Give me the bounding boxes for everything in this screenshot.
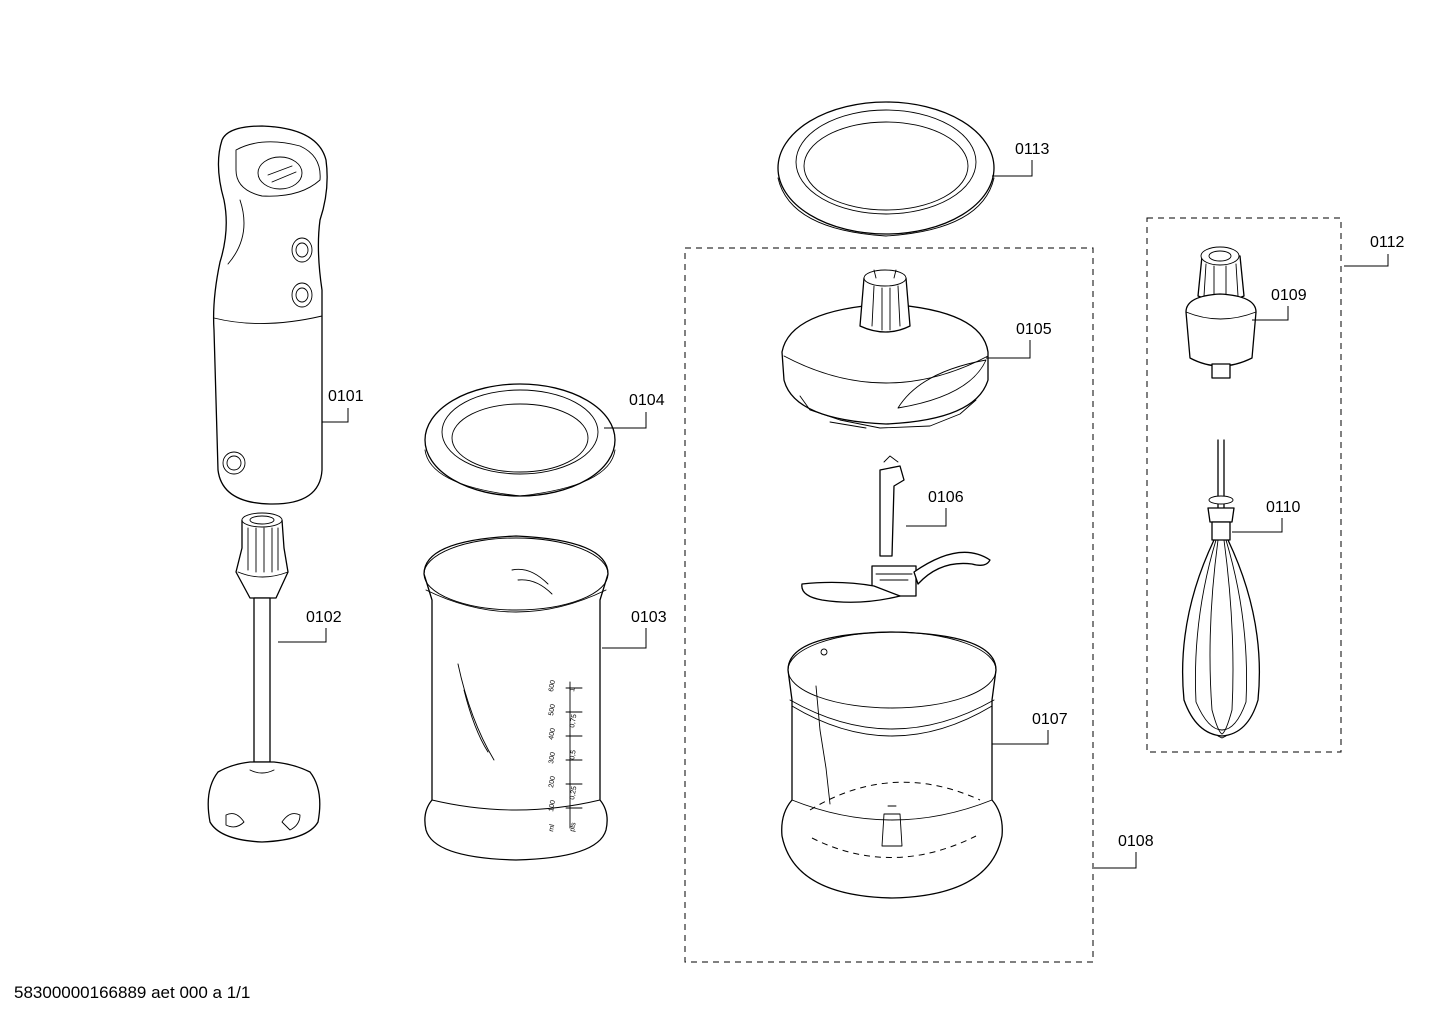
callout-0102: 0102: [306, 609, 342, 626]
scale-ml-300: 300: [548, 752, 557, 765]
part-0110-whisk: [1181, 439, 1261, 739]
scale-ml-unit: ml: [548, 823, 556, 832]
scale-ml-100: 100: [548, 800, 557, 813]
part-0106-chopper-blade: [801, 455, 991, 603]
beaker-scale-ticks: [565, 687, 583, 809]
callout-0105: 0105: [1016, 321, 1052, 338]
part-0107-chopper-bowl: [781, 631, 1003, 899]
part-0109-whisk-gear: [1185, 246, 1257, 379]
part-0104-beaker-lid: [424, 383, 616, 497]
leader-lines: [278, 160, 1389, 869]
document-code: 58300000166889 aet 000 a 1/1: [14, 983, 250, 1002]
callout-0106: 0106: [928, 489, 964, 506]
group-box-0108: [684, 247, 1094, 963]
scale-ml-500: 500: [548, 704, 557, 717]
scale-ml-400: 400: [548, 728, 557, 741]
callout-0112: 0112: [1370, 234, 1405, 251]
part-0113-bowl-lid: [777, 101, 995, 237]
beaker-scale-pints: 1 0,75 0,5 0,25 pts: [569, 687, 578, 832]
group-box-0112: [1146, 217, 1342, 753]
scale-ml-200: 200: [548, 776, 557, 789]
callout-0113: 0113: [1015, 141, 1050, 158]
callout-0110: 0110: [1266, 499, 1301, 516]
callout-0101: 0101: [328, 388, 364, 405]
callout-0107: 0107: [1032, 711, 1068, 728]
scale-pts-075: 0,75: [569, 714, 578, 729]
part-0101-motor-handle: [212, 125, 328, 505]
beaker-scale-ml: 600 500 400 300 200 100 ml: [548, 680, 557, 833]
callout-0109: 0109: [1271, 287, 1307, 304]
part-0105-chopper-lid: [781, 269, 989, 429]
callout-labels: 0101 0102 0103 0104 0105 0106 0107 0108 …: [306, 141, 1405, 850]
scale-pts-1: 1: [569, 687, 577, 692]
callout-0103: 0103: [631, 609, 667, 626]
callout-0108: 0108: [1118, 833, 1154, 850]
scale-pts-unit: pts: [569, 821, 578, 832]
scale-pts-05: 0,5: [569, 749, 578, 760]
scale-pts-025: 0,25: [569, 786, 578, 801]
part-0103-measuring-beaker: 600 500 400 300 200 100 ml 1 0,75 0,5 0,…: [423, 535, 609, 861]
part-0102-blender-foot: [207, 512, 321, 843]
scale-ml-600: 600: [548, 680, 557, 693]
callout-0104: 0104: [629, 392, 665, 409]
